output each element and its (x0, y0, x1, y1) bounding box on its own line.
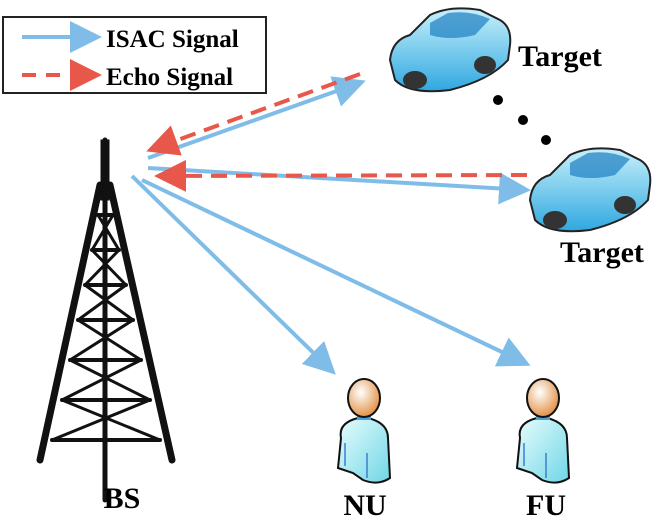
isac-signal-target-top (147, 76, 366, 160)
isac-signal-target-bottom (147, 166, 531, 205)
isac-signal-nu (130, 174, 336, 375)
legend: ISAC Signal Echo Signal (2, 16, 267, 94)
legend-isac-label: ISAC Signal (106, 26, 239, 53)
legend-box (2, 16, 267, 94)
base-station-tower-icon (36, 137, 176, 503)
car-target-bottom-icon (529, 147, 652, 233)
legend-echo-label: Echo Signal (106, 64, 233, 91)
fu-label: FU (526, 489, 566, 522)
bs-label: BS (104, 482, 141, 515)
signal-paths (130, 72, 531, 375)
near-user-icon (337, 378, 391, 484)
target-top-label: Target (518, 40, 602, 73)
car-target-top-icon (389, 7, 512, 93)
isac-signal-fu (141, 178, 531, 367)
echo-signal-target-top (146, 72, 361, 156)
ellipsis-dots (493, 95, 551, 145)
nu-label: NU (343, 489, 386, 522)
echo-signal-target-bottom (154, 159, 528, 192)
target-bottom-label: Target (560, 236, 644, 269)
far-user-icon (516, 378, 570, 484)
